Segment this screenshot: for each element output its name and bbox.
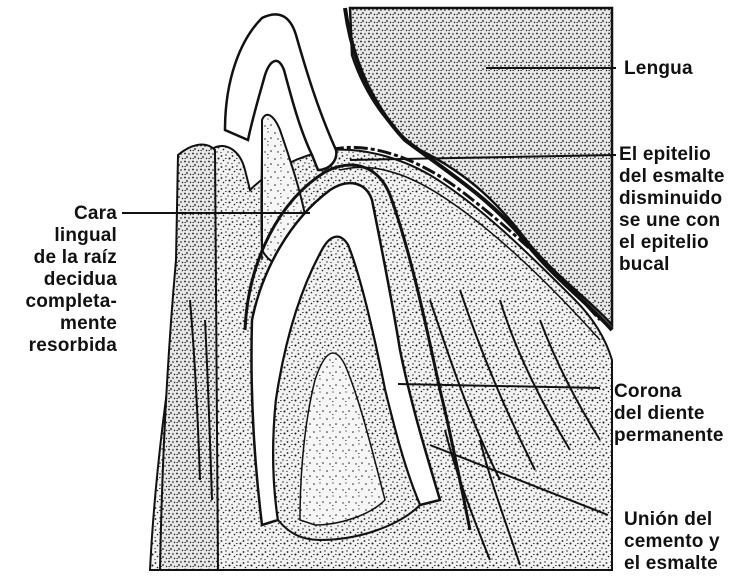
label-union: Unión del cemento y el esmalte	[624, 509, 720, 575]
label-corona: Corona del diente permanente	[614, 381, 724, 447]
label-lengua: Lengua	[624, 58, 693, 80]
label-epitelio: El epitelio del esmalte disminuido se un…	[619, 144, 725, 276]
deciduous-pulp-line	[261, 120, 262, 260]
left-alveolar-wall	[160, 145, 218, 570]
label-cara-lingual: Cara lingual de la raíz decidua completa…	[25, 203, 117, 357]
